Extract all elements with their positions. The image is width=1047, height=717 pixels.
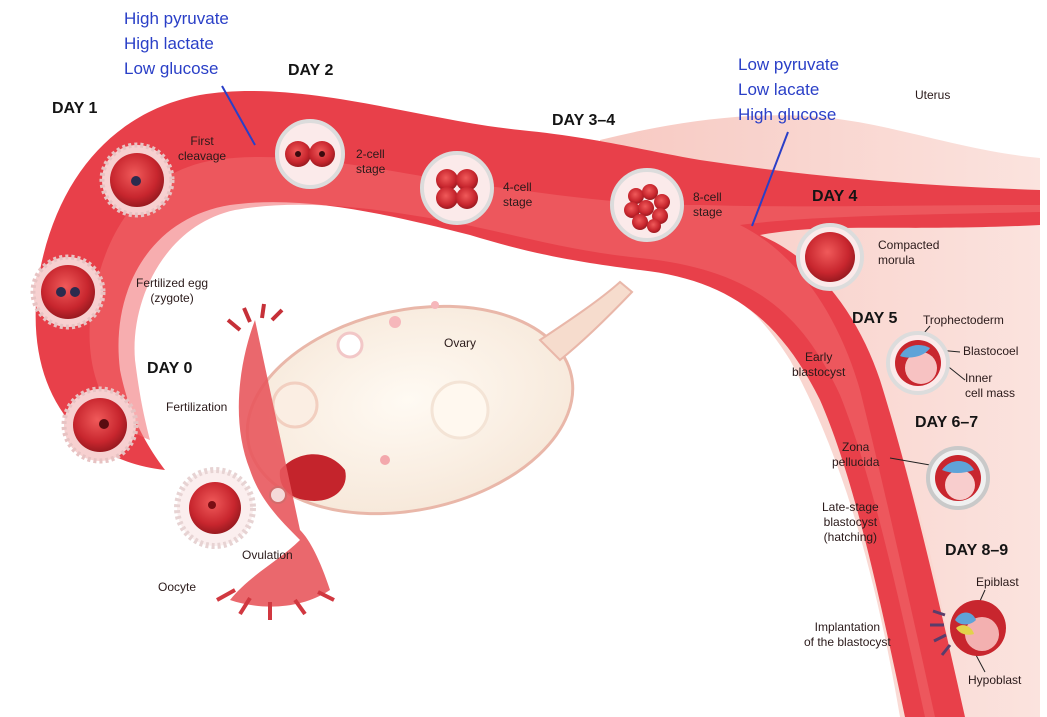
label-line: 8-cell — [693, 190, 722, 205]
eight-cell-label: 8-cell stage — [693, 190, 722, 220]
condition-line: Low pyruvate — [738, 52, 839, 77]
four-cell-embryo — [422, 153, 492, 223]
early-blastocyst — [888, 333, 948, 393]
label-line: Fertilized egg — [136, 276, 208, 291]
follicle — [432, 382, 488, 438]
ovulation-label: Ovulation — [242, 548, 293, 563]
label-line: Implantation — [804, 620, 891, 635]
label-line: morula — [878, 253, 939, 268]
label-line: cell mass — [965, 386, 1015, 401]
day-label: DAY 8–9 — [945, 542, 1008, 560]
label-line: Compacted — [878, 238, 939, 253]
label-line: Late-stage — [822, 500, 879, 515]
day-label: DAY 0 — [147, 360, 192, 378]
implantation-label: Implantation of the blastocyst — [804, 620, 891, 650]
day-label: DAY 2 — [288, 62, 333, 80]
fertilized-oocyte-cell — [64, 389, 136, 461]
condition-line: Low lacate — [738, 77, 839, 102]
label-line: cleavage — [178, 149, 226, 164]
fertilized-egg-label: Fertilized egg (zygote) — [136, 276, 208, 306]
follicle — [273, 383, 317, 427]
condition-line: Low glucose — [124, 56, 229, 81]
zygote-cell — [33, 257, 103, 327]
ovary-label: Ovary — [444, 336, 476, 351]
early-blastocyst-label: Early blastocyst — [792, 350, 845, 380]
label-line: (hatching) — [822, 530, 879, 545]
label-line: First — [178, 134, 226, 149]
label-line: blastocyst — [792, 365, 845, 380]
label-line: Early — [792, 350, 845, 365]
label-line: Inner — [965, 371, 1015, 386]
compacted-morula-label: Compacted morula — [878, 238, 939, 268]
epiblast-label: Epiblast — [976, 575, 1019, 590]
oocyte-cell — [177, 470, 253, 546]
uterus-label: Uterus — [915, 88, 950, 103]
day-label: DAY 6–7 — [915, 414, 978, 432]
label-line: pellucida — [832, 455, 879, 470]
day-label: DAY 5 — [852, 310, 897, 328]
label-line: of the blastocyst — [804, 635, 891, 650]
label-line: stage — [503, 195, 532, 210]
condition-line: High lactate — [124, 31, 229, 56]
day-label: DAY 3–4 — [552, 112, 615, 130]
blastocoel-label: Blastocoel — [963, 344, 1018, 359]
label-line: Zona — [832, 440, 879, 455]
hypoblast-label: Hypoblast — [968, 673, 1021, 688]
day-label: DAY 4 — [812, 188, 857, 206]
day-label: DAY 1 — [52, 100, 97, 118]
follicle — [431, 301, 439, 309]
follicle — [380, 455, 390, 465]
label-line: 4-cell — [503, 180, 532, 195]
label-line: stage — [693, 205, 722, 220]
fertilization-label: Fertilization — [166, 400, 227, 415]
ovarian-ligament — [540, 282, 632, 360]
condition-line: High pyruvate — [124, 6, 229, 31]
early-conditions: High pyruvate High lactate Low glucose — [124, 6, 229, 81]
inner-cell-mass-label: Inner cell mass — [965, 371, 1015, 401]
late-blastocyst-label: Late-stage blastocyst (hatching) — [822, 500, 879, 545]
zona-pellucida-label: Zona pellucida — [832, 440, 879, 470]
hatching-blastocyst — [928, 448, 988, 508]
four-cell-label: 4-cell stage — [503, 180, 532, 210]
first-cleavage-cell — [102, 145, 172, 215]
label-line: 2-cell — [356, 147, 385, 162]
eight-cell-embryo — [612, 170, 682, 240]
condition-line: High glucose — [738, 102, 839, 127]
follicle — [389, 316, 401, 328]
morula — [798, 225, 862, 289]
two-cell-embryo — [277, 121, 343, 187]
oocyte-label: Oocyte — [158, 580, 196, 595]
late-conditions: Low pyruvate Low lacate High glucose — [738, 52, 839, 127]
label-line: blastocyst — [822, 515, 879, 530]
label-line: (zygote) — [136, 291, 208, 306]
trophectoderm-label: Trophectoderm — [923, 313, 1004, 328]
first-cleavage-label: First cleavage — [178, 134, 226, 164]
two-cell-label: 2-cell stage — [356, 147, 385, 177]
follicle — [338, 333, 362, 357]
label-line: stage — [356, 162, 385, 177]
